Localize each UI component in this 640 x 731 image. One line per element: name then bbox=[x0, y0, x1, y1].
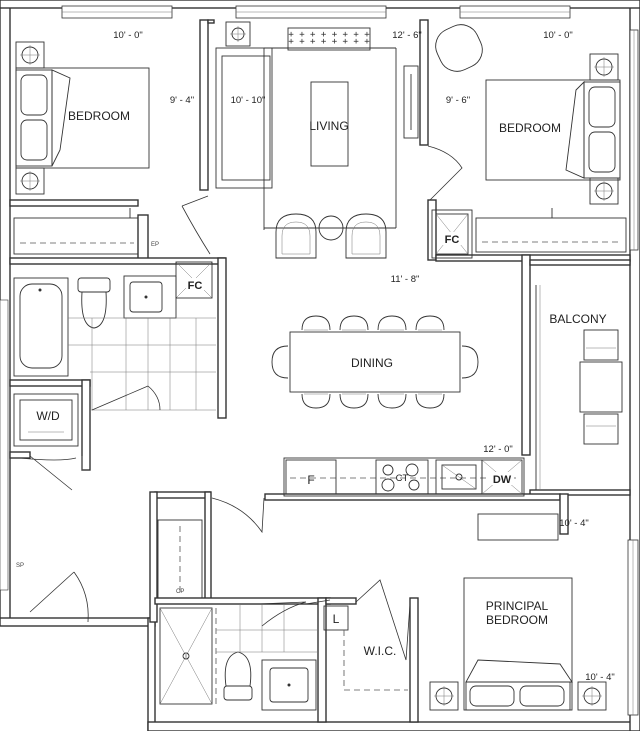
dimension-bedroom-right-depth: 9' - 6" bbox=[446, 95, 470, 106]
armchair bbox=[275, 213, 317, 259]
balcony-table bbox=[579, 361, 623, 413]
light-fixture bbox=[225, 21, 251, 47]
bathroom-ensuite bbox=[159, 601, 318, 711]
label-fridge: F bbox=[307, 473, 314, 487]
balcony-chair bbox=[583, 413, 619, 445]
bathtub bbox=[13, 277, 69, 377]
fan-coil-left: FC bbox=[175, 261, 213, 299]
dining-chair bbox=[461, 345, 479, 379]
dimension-living-depth: 10' - 10" bbox=[231, 95, 266, 106]
dimension-principal-depth: 10' - 4" bbox=[585, 672, 614, 683]
dining-chair bbox=[377, 315, 407, 331]
principal-bedroom: PRINCIPAL BEDROOM 10' - 4" 10' - 4" bbox=[305, 513, 615, 711]
label-linen: L bbox=[333, 612, 340, 626]
dimension-living-width: 12' - 6" bbox=[392, 30, 421, 41]
dimension-principal-width: 10' - 4" bbox=[559, 518, 588, 529]
room-label-bedroom-left: BEDROOM bbox=[68, 109, 130, 123]
label-dishwasher: DW bbox=[493, 474, 512, 486]
laundry: W/D bbox=[13, 393, 83, 491]
room-label-principal-line2: BEDROOM bbox=[486, 613, 548, 627]
nightstand bbox=[429, 681, 459, 711]
label-ep: EP bbox=[151, 242, 159, 248]
balcony-chair bbox=[583, 329, 619, 361]
tv-console bbox=[287, 27, 371, 51]
dining-table bbox=[289, 331, 461, 393]
label-cooktop: CT bbox=[396, 473, 409, 484]
room-label-dining: DINING bbox=[351, 356, 393, 370]
dining-chair bbox=[271, 345, 289, 379]
bathroom-main bbox=[13, 275, 216, 411]
bed bbox=[463, 577, 573, 711]
svg-text:+ + + + + + + +: + + + + + + + + bbox=[288, 30, 370, 40]
bedroom-left: BEDROOM 10' - 0" 9' - 4" EP bbox=[13, 30, 194, 255]
dining-chair bbox=[415, 393, 445, 409]
vanity bbox=[261, 659, 317, 711]
toilet bbox=[223, 651, 253, 701]
sofa bbox=[215, 47, 273, 189]
room-label-bedroom-right: BEDROOM bbox=[499, 121, 561, 135]
balcony: BALCONY bbox=[535, 285, 623, 490]
cooktop: CT bbox=[375, 459, 429, 495]
room-label-principal-line1: PRINCIPAL bbox=[486, 599, 549, 613]
nightstand bbox=[589, 53, 619, 81]
closet bbox=[13, 217, 139, 255]
dining-chair bbox=[339, 315, 369, 331]
kitchen-sink bbox=[435, 459, 483, 495]
dresser bbox=[477, 513, 559, 541]
dining-chair bbox=[301, 393, 331, 409]
dimension-living-dining-depth: 11' - 8" bbox=[391, 274, 420, 285]
nightstand bbox=[589, 177, 619, 205]
room-label-wic: W.I.C. bbox=[364, 644, 397, 658]
windows bbox=[0, 5, 639, 716]
living-room: + + + + + + + + + + + + + + + + LIVING 1… bbox=[181, 21, 422, 285]
dishwasher: DW bbox=[481, 459, 523, 495]
nightstand bbox=[577, 681, 607, 711]
kitchen: F CT DW 12' - 0" bbox=[283, 444, 525, 497]
toilet bbox=[77, 277, 111, 329]
room-label-living: LIVING bbox=[309, 119, 348, 133]
dining-chair bbox=[415, 315, 445, 331]
nightstand bbox=[15, 167, 45, 195]
shower bbox=[159, 607, 213, 705]
label-fc-left: FC bbox=[188, 280, 203, 292]
closet bbox=[475, 217, 627, 253]
label-wd: W/D bbox=[36, 409, 60, 423]
tv bbox=[403, 65, 419, 139]
armchair bbox=[345, 213, 387, 259]
fan-coil-right: FC bbox=[431, 209, 473, 259]
label-sp: SP bbox=[16, 563, 24, 569]
label-fc-right: FC bbox=[445, 234, 460, 246]
dining-chair bbox=[301, 315, 331, 331]
entry-hall: SP CP bbox=[16, 497, 265, 623]
dining-chair bbox=[377, 393, 407, 409]
dimension-kitchen-width: 12' - 0" bbox=[483, 444, 512, 455]
room-label-balcony: BALCONY bbox=[549, 312, 606, 326]
dimension-bedroom-left-width: 10' - 0" bbox=[113, 30, 142, 41]
coffee-table bbox=[310, 81, 349, 167]
dining-chair bbox=[339, 393, 369, 409]
armchair bbox=[435, 24, 483, 72]
fridge bbox=[285, 459, 337, 495]
nightstand bbox=[15, 41, 45, 69]
side-table bbox=[318, 215, 344, 241]
interior-walls bbox=[9, 19, 631, 723]
dining-area: DINING bbox=[271, 315, 479, 409]
bedroom-right: BEDROOM 10' - 0" 9' - 6" bbox=[427, 24, 627, 253]
walk-in-closet: L W.I.C. bbox=[323, 579, 411, 691]
coat-closet bbox=[157, 519, 203, 599]
label-cp: CP bbox=[176, 589, 184, 595]
dimension-bedroom-left-depth: 9' - 4" bbox=[170, 95, 194, 106]
svg-text:+ + + + + + + +: + + + + + + + + bbox=[288, 37, 370, 47]
dimension-bedroom-right-width: 10' - 0" bbox=[543, 30, 572, 41]
